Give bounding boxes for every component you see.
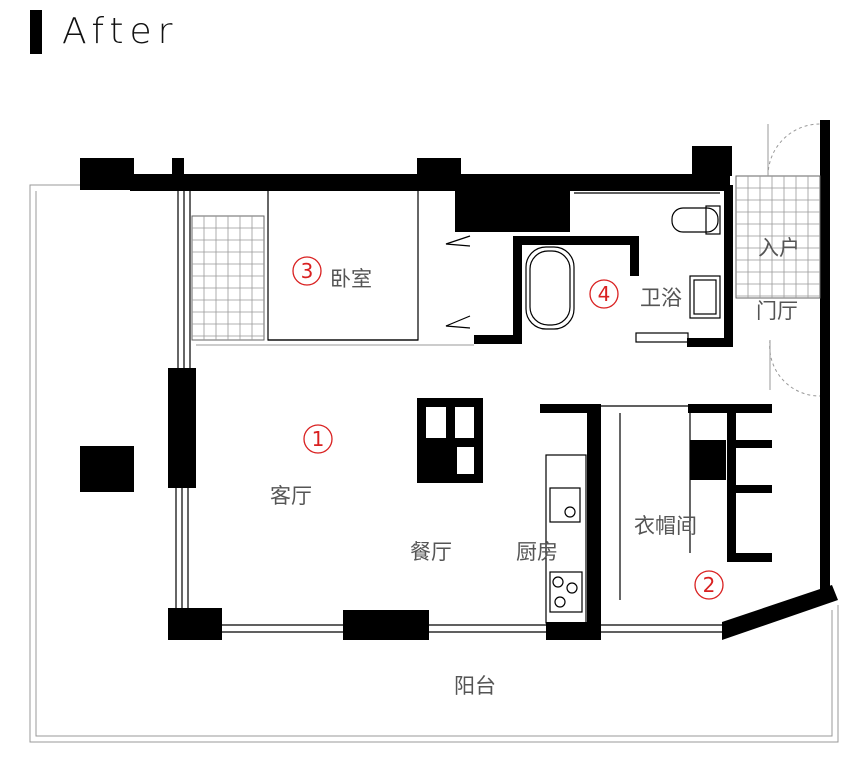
toilet — [671, 205, 721, 235]
room-entrance: 入户 — [758, 236, 800, 260]
bottom-window — [222, 624, 722, 633]
marker-3: 3 — [292, 256, 322, 286]
sink — [689, 275, 721, 319]
room-dining: 餐厅 — [410, 540, 452, 564]
svg-text:3: 3 — [301, 259, 314, 283]
room-foyer: 门厅 — [756, 299, 798, 323]
entrance-doors — [767, 123, 821, 397]
title-bar — [30, 10, 42, 54]
bath-door — [635, 332, 689, 343]
room-cloakroom: 衣帽间 — [634, 514, 697, 538]
bedroom-tiles — [191, 215, 265, 341]
left-window — [175, 190, 191, 608]
marker-4: 4 — [589, 279, 619, 309]
room-bedroom: 卧室 — [330, 267, 372, 291]
balcony-outline — [29, 184, 839, 743]
room-bathroom: 卫浴 — [640, 286, 682, 310]
kitchen-counter — [545, 454, 587, 624]
marker-2: 2 — [694, 570, 724, 600]
entrance-tiles — [735, 175, 821, 299]
room-living: 客厅 — [270, 484, 312, 508]
room-kitchen: 厨房 — [516, 540, 558, 564]
svg-text:1: 1 — [312, 427, 325, 451]
svg-text:4: 4 — [598, 282, 611, 306]
svg-text:2: 2 — [703, 573, 716, 597]
walls — [80, 120, 838, 640]
bathtub — [525, 246, 575, 330]
cloakroom-shelves — [600, 404, 772, 562]
bed-platform — [267, 189, 471, 341]
marker-1: 1 — [303, 424, 333, 454]
dining-shelf — [417, 398, 483, 483]
room-balcony: 阳台 — [454, 674, 496, 698]
page-title: After — [62, 11, 179, 52]
